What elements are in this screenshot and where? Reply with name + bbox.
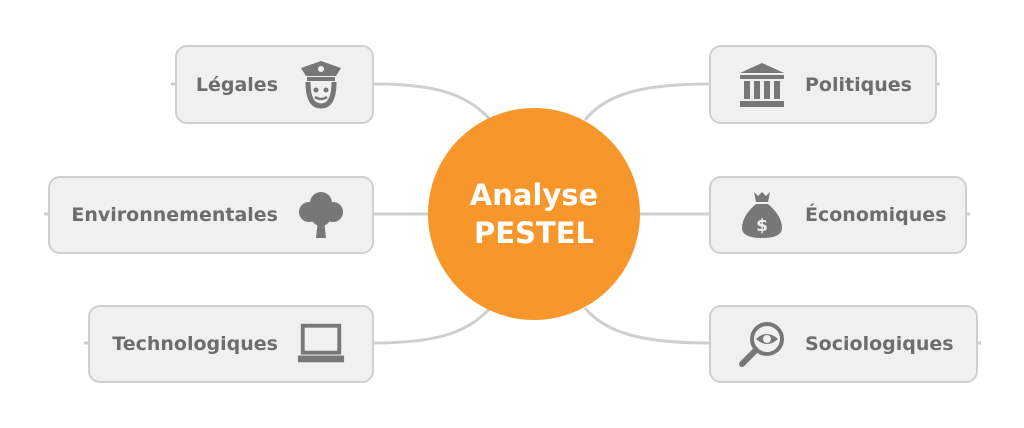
node-legales[interactable]: Légales [175, 45, 374, 124]
magnifier-eye-icon [737, 319, 787, 369]
government-building-icon [737, 60, 787, 110]
node-label: Politiques [805, 73, 912, 96]
node-environnementales[interactable]: Environnementales [48, 176, 374, 254]
connector-technologiques [372, 302, 497, 345]
svg-text:$: $ [756, 216, 768, 236]
laptop-icon [296, 319, 346, 369]
police-officer-icon [296, 60, 346, 110]
node-label: Environnementales [71, 204, 278, 226]
node-label: Sociologiques [805, 333, 954, 355]
node-economiques[interactable]: $ Économiques [709, 176, 967, 254]
tree-icon [296, 190, 346, 240]
node-sociologiques[interactable]: Sociologiques [709, 305, 978, 383]
node-technologiques[interactable]: Technologiques [88, 305, 374, 383]
node-label: Économiques [805, 204, 947, 226]
central-topic: Analyse PESTEL [428, 108, 640, 320]
node-politiques[interactable]: Politiques [709, 45, 937, 124]
connector-politiques [583, 82, 710, 121]
connector-legales [372, 82, 497, 126]
central-topic-line1: Analyse [469, 178, 599, 212]
node-label: Technologiques [112, 333, 278, 355]
money-bag-icon: $ [737, 190, 787, 240]
connector-sociologiques [583, 307, 710, 345]
node-label: Légales [195, 73, 278, 96]
central-topic-line2: PESTEL [473, 216, 595, 250]
